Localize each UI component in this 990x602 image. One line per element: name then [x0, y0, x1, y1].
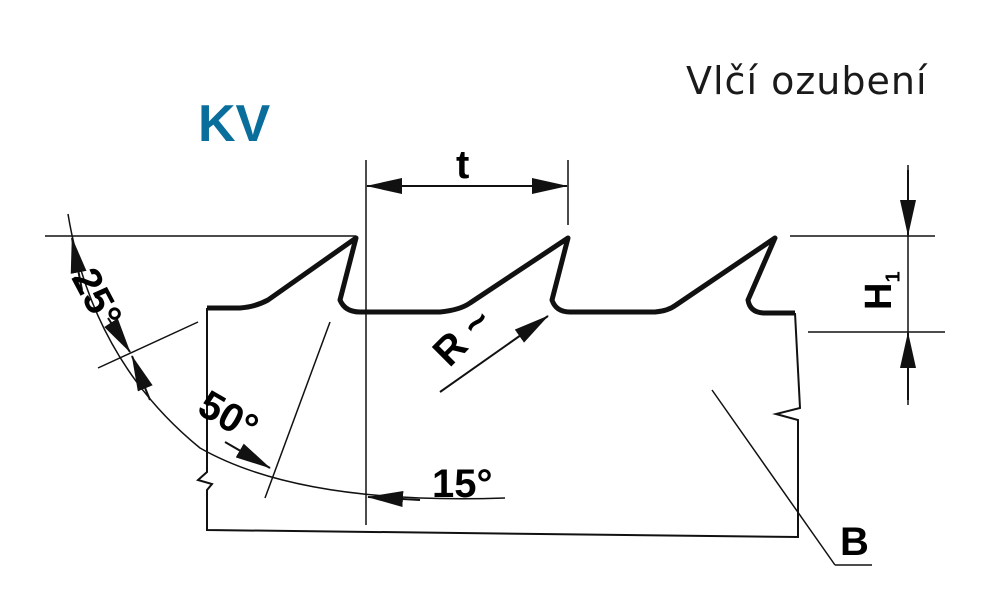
pitch-label: t [456, 143, 470, 187]
height-label-subscript: 1 [882, 271, 905, 283]
blade-body-outline [195, 308, 802, 539]
profile-code: KV [198, 95, 271, 153]
arrow-25-top [70, 237, 87, 291]
arrow-50-top [131, 355, 153, 401]
arrow-15 [367, 491, 421, 508]
angle-line-25 [97, 321, 199, 369]
body-label: B [840, 520, 869, 564]
radius-arrow [439, 315, 549, 393]
diagram-title: Vlčí ozubení [686, 59, 928, 103]
tooth-outline [207, 235, 795, 316]
arrow-50-bottom [224, 441, 271, 469]
height-label-main: H [858, 282, 900, 310]
angle-line-50 [264, 321, 331, 499]
angle-15-label: 15° [432, 462, 493, 506]
height-label: H1 [858, 271, 905, 310]
b-leader-line [711, 389, 836, 566]
arrow-25-bottom [104, 317, 131, 353]
